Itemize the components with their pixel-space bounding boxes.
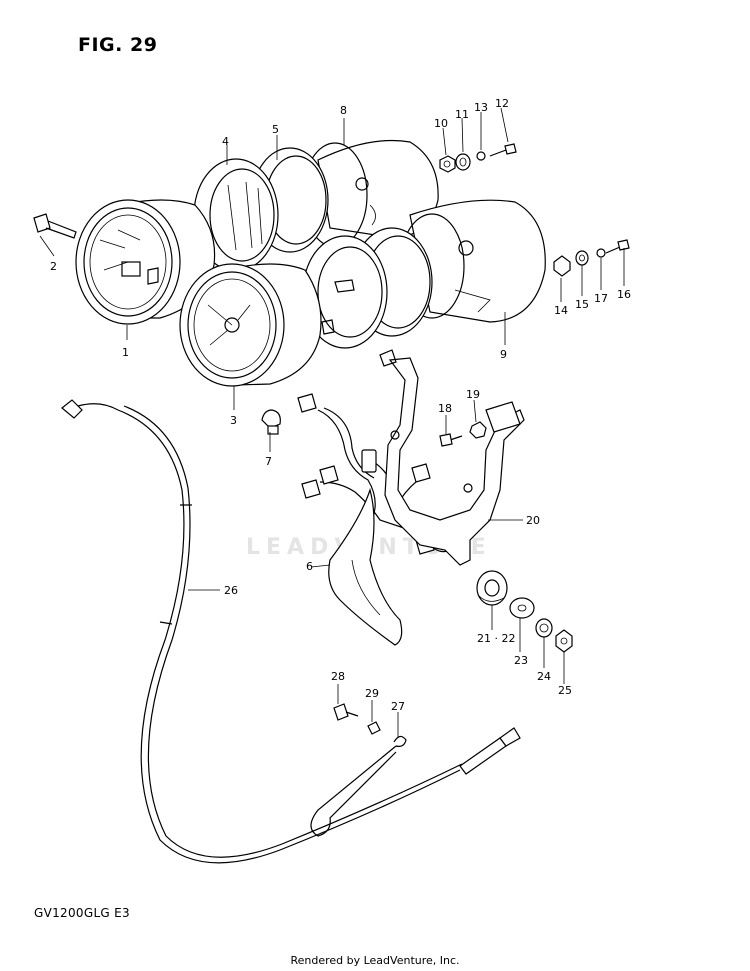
callout-8: 8: [340, 104, 347, 117]
callout-10: 10: [434, 117, 448, 130]
damper-21-22: [476, 570, 508, 606]
washer-17: [596, 248, 606, 258]
callout-27: 27: [391, 700, 405, 713]
callout-17: 17: [594, 292, 608, 305]
grommet-11: [455, 153, 471, 171]
screw-18: [439, 433, 463, 447]
callout-11: 11: [455, 108, 469, 121]
meter-case-lower: [399, 199, 546, 323]
callout-18: 18: [438, 402, 452, 415]
bolt-28: [333, 703, 359, 721]
callout-16: 16: [617, 288, 631, 301]
footer-credit: Rendered by LeadVenture, Inc.: [290, 954, 460, 967]
callout-13: 13: [474, 101, 488, 114]
indicator-bulb: [261, 409, 281, 435]
callout-20: 20: [526, 514, 540, 527]
callout-7: 7: [265, 455, 272, 468]
callout-14: 14: [554, 304, 568, 317]
cable-clamp-27: [310, 735, 407, 837]
callout-1: 1: [122, 346, 129, 359]
screw-16: [605, 239, 630, 254]
callout-4: 4: [222, 135, 229, 148]
nut-14: [553, 255, 571, 277]
callout-15: 15: [575, 298, 589, 311]
meter-bracket: [379, 349, 525, 566]
screw-12: [489, 143, 517, 157]
washer-23: [509, 597, 535, 619]
callout-29: 29: [365, 687, 379, 700]
nut-19: [469, 421, 487, 439]
callout-3: 3: [230, 414, 237, 427]
speedometer-cable: [61, 399, 521, 864]
callout-5: 5: [272, 123, 279, 136]
nut-10: [439, 155, 456, 173]
grommet-15: [575, 250, 589, 266]
callout-26: 26: [224, 584, 238, 597]
meter-ring-lower: [302, 227, 433, 349]
tachometer-gauge: [179, 263, 335, 387]
callout-23: 23: [514, 654, 528, 667]
nut-25: [555, 629, 573, 653]
figure-title: FIG. 29: [78, 34, 158, 56]
callout-19: 19: [466, 388, 480, 401]
collar-24: [535, 618, 553, 638]
washer-29: [367, 721, 381, 735]
wire-harness: [297, 393, 451, 555]
model-code: GV1200GLG E3: [34, 906, 130, 920]
trip-reset-knob: [33, 213, 77, 239]
callout-25: 25: [558, 684, 572, 697]
callout-21-22: 21 · 22: [477, 632, 515, 645]
callout-6: 6: [306, 560, 313, 573]
callout-12: 12: [495, 97, 509, 110]
callout-28: 28: [331, 670, 345, 683]
washer-13: [476, 151, 486, 161]
harness-sheath: [328, 487, 403, 646]
callout-labels: 1 2 3 4 5 6 7 8 9 10 11 12 13 14 15 16 1…: [50, 97, 631, 713]
callout-24: 24: [537, 670, 551, 683]
callout-9: 9: [500, 348, 507, 361]
callout-leaders: [39, 107, 625, 738]
callout-2: 2: [50, 260, 57, 273]
